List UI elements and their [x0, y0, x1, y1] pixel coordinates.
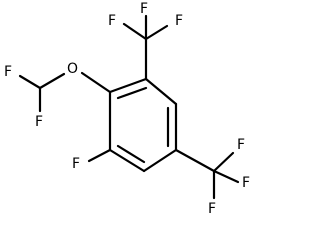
atom-label-fluorine: F — [140, 1, 148, 17]
ring-bond — [144, 77, 178, 106]
chemical-structure: F F F F F F F O F F — [4, 1, 250, 217]
difluoromethoxy-group: O F F — [4, 61, 112, 130]
bond — [38, 72, 66, 90]
atom-label-fluorine: F — [208, 201, 216, 217]
bond — [18, 74, 42, 90]
ring-bond — [108, 77, 148, 94]
benzene-ring — [108, 77, 178, 173]
bond — [80, 71, 112, 94]
atom-label-fluorine: F — [242, 175, 250, 191]
ring-double-bond — [116, 144, 146, 164]
bond — [174, 148, 216, 173]
bond — [122, 22, 148, 41]
bond — [144, 24, 169, 41]
atom-label-oxygen: O — [67, 61, 78, 77]
atom-label-fluorine: F — [4, 64, 12, 80]
right-trifluoromethyl-group: F F F — [174, 137, 250, 217]
bond — [212, 169, 240, 184]
bond — [87, 148, 112, 163]
atom-label-fluorine: F — [108, 13, 116, 29]
atom-label-fluorine: F — [35, 114, 43, 130]
atom-label-fluorine: F — [175, 13, 183, 29]
top-trifluoromethyl-group: F F F — [108, 1, 183, 81]
ring-double-bond — [116, 86, 148, 100]
atom-label-fluorine: F — [72, 156, 80, 172]
atom-label-fluorine: F — [237, 137, 245, 153]
ring-bond — [108, 148, 146, 173]
ring-bond — [142, 148, 178, 173]
bond — [212, 151, 235, 173]
fluoro-substituent: F — [72, 148, 112, 172]
